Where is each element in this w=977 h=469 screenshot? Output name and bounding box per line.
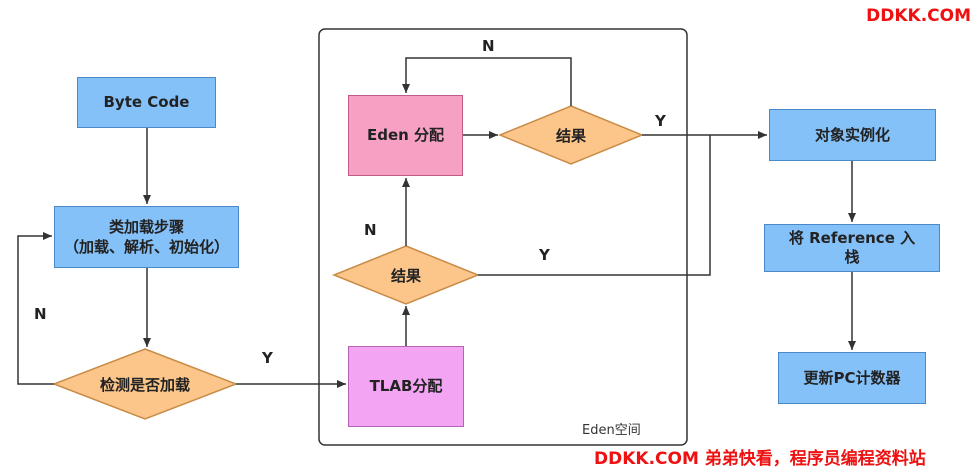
check-loaded-decision [51,348,239,420]
result-upper-label: 结果 [555,126,586,145]
tlab-node: TLAB分配 [348,346,464,427]
result-upper-decision [498,105,644,165]
update-pc-node: 更新PC计数器 [778,352,926,404]
edge-upper-no [402,57,572,106]
result-lower-label: 结果 [390,266,421,285]
watermark-top: DDKK.COM [866,6,971,26]
lower-yes-label: Y [539,246,550,264]
watermark-bottom: DDKK.COM 弟弟快看，程序员编程资料站 [594,449,926,469]
eden-allocation-node: Eden 分配 [348,95,463,176]
class-loading-node: 类加载步骤 （加载、解析、初始化） [54,206,239,268]
check-yes-label: Y [262,349,273,367]
edge-check-no [17,232,54,385]
lower-no-label: N [364,221,377,239]
upper-yes-label: Y [655,112,666,130]
eden-space-label: Eden空间 [582,423,641,438]
eden-space-container [318,28,688,446]
result-lower-decision [331,245,481,305]
instantiate-node: 对象实例化 [769,109,936,161]
check-loaded-label: 检测是否加载 [99,375,190,394]
edge-lower-yes [478,135,711,276]
byte-code-node: Byte Code [77,77,216,128]
push-reference-node: 将 Reference 入 栈 [764,224,940,272]
upper-no-label: N [482,37,495,55]
check-no-label: N [34,305,47,323]
